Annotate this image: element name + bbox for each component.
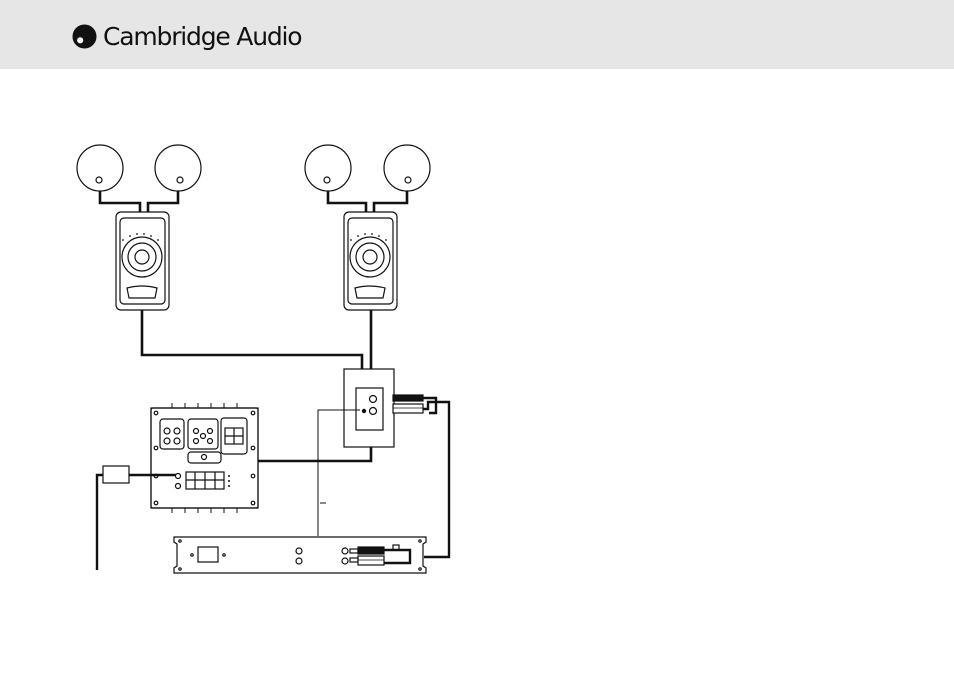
ceiling-speaker [155,145,201,191]
power-cable [97,475,103,570]
ceiling-speaker [384,145,430,191]
keypad-cable [142,310,362,370]
speaker-cable [100,191,178,213]
power-adapter [103,466,129,483]
wall-keypad [344,212,397,310]
control-hub [151,403,258,513]
speaker-cable [328,191,407,213]
rca-plug [393,395,423,413]
wall-keypad [116,212,169,310]
audio-cable [423,398,449,557]
wall-input-plate [344,369,394,447]
ceiling-speaker [305,145,351,191]
amplifier-unit [174,537,426,573]
ceiling-speaker [77,145,123,191]
